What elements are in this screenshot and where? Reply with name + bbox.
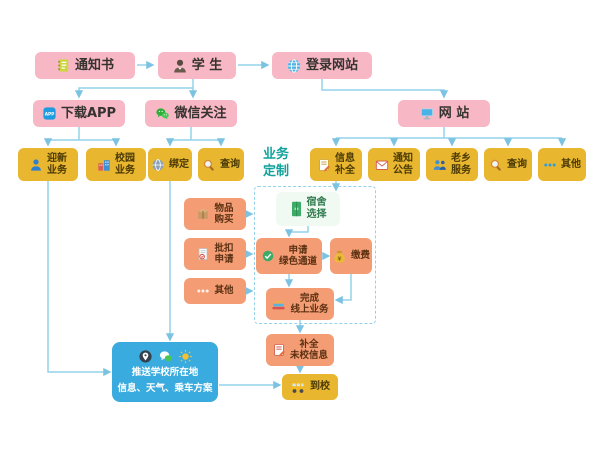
- service-campus-label: 校园 业务: [115, 152, 135, 176]
- ellipsis-icon: [196, 284, 210, 298]
- svg-text:¥: ¥: [338, 256, 342, 262]
- service-welcome-label: 迎新 业务: [47, 152, 67, 176]
- service-info-complete-label: 信息 补全: [335, 152, 355, 176]
- search-icon: [202, 158, 216, 172]
- push-icon-row: [138, 349, 193, 364]
- mail-icon: [375, 158, 389, 172]
- channel-website-box: 网 站: [398, 100, 490, 127]
- task-purchase-box: 物品 购买: [184, 198, 246, 230]
- student-label: 学 生: [191, 57, 223, 73]
- service-info-complete-box: 信息 补全: [310, 148, 362, 181]
- service-welcome-box: 迎新 业务: [18, 148, 78, 181]
- student-box: 学 生: [158, 52, 236, 79]
- green-channel-icon: [261, 249, 275, 263]
- student-icon: [172, 58, 188, 74]
- books-icon: [271, 298, 286, 311]
- green-channel-label: 申请 绿色通道: [278, 244, 317, 267]
- service-query-wechat-box: 查询: [198, 148, 244, 181]
- service-campus-box: 校园 业务: [86, 148, 146, 181]
- search-icon: [489, 158, 503, 172]
- campus-building-icon: [97, 158, 111, 172]
- people-icon: [433, 158, 447, 172]
- service-other-web-box: 其他: [538, 148, 586, 181]
- wechat-icon: [155, 106, 170, 121]
- green-channel-box: 申请 绿色通道: [256, 238, 322, 274]
- info-form-icon: [317, 158, 331, 172]
- service-query-wechat-label: 查询: [220, 158, 240, 170]
- service-notice-board-label: 通知 公告: [393, 152, 413, 176]
- pencil-doc-icon: [272, 343, 286, 357]
- channel-app-box: APP 下载APP: [33, 100, 125, 127]
- push-text-line2: 信息、天气、乘车方案: [117, 382, 213, 394]
- arrive-label: 到校: [310, 381, 330, 392]
- service-notice-board-box: 通知 公告: [368, 148, 420, 181]
- ellipsis-icon: [543, 158, 557, 172]
- svg-text:APP: APP: [45, 112, 55, 118]
- package-icon: [196, 207, 210, 221]
- service-query-web-label: 查询: [507, 158, 527, 170]
- task-other-box: 其他: [184, 278, 246, 304]
- service-query-web-box: 查询: [484, 148, 532, 181]
- globe-icon: [286, 58, 302, 74]
- notebook-icon: [56, 58, 71, 73]
- sun-weather-icon: [178, 349, 193, 364]
- location-pin-icon: [138, 349, 153, 364]
- service-other-web-label: 其他: [561, 158, 581, 170]
- channel-app-label: 下载APP: [60, 105, 117, 121]
- notice-box: 通知书: [35, 52, 135, 79]
- channel-wechat-label: 微信关注: [174, 105, 227, 121]
- pay-label: 缴费: [350, 250, 370, 262]
- login-label: 登录网站: [305, 57, 358, 73]
- dorm-select-label: 宿舍 选择: [306, 197, 327, 220]
- service-hometown-box: 老乡 服务: [426, 148, 478, 181]
- task-deduction-box: 批扣 申请: [184, 238, 246, 270]
- moneybag-icon: ¥: [332, 249, 347, 264]
- task-deduction-label: 批扣 申请: [214, 242, 234, 265]
- task-purchase-label: 物品 购买: [214, 202, 234, 225]
- pay-box: ¥ 缴费: [330, 238, 372, 274]
- finish-online-label: 完成 线上业务: [290, 292, 329, 315]
- complete-info-label: 补全 未校信息: [289, 338, 328, 361]
- login-box: 登录网站: [272, 52, 372, 79]
- complete-info-box: 补全 未校信息: [266, 334, 334, 366]
- channel-wechat-box: 微信关注: [145, 100, 237, 127]
- arrive-box: 到校: [282, 374, 338, 400]
- app-icon: APP: [42, 106, 57, 121]
- biz-custom-label: 业务 定制: [262, 147, 289, 179]
- monitor-icon: [419, 106, 435, 121]
- stamp-doc-icon: [196, 247, 210, 261]
- service-bind-label: 绑定: [169, 158, 189, 170]
- push-info-box: 推送学校所在地 信息、天气、乘车方案: [112, 342, 218, 402]
- channel-website-label: 网 站: [438, 105, 470, 121]
- service-bind-box: 绑定: [148, 148, 192, 181]
- chat-bubbles-icon: [158, 349, 173, 364]
- newcomer-person-icon: [29, 158, 43, 172]
- notice-label: 通知书: [74, 57, 114, 73]
- finish-online-box: 完成 线上业务: [266, 288, 334, 320]
- push-text-line1: 推送学校所在地: [131, 366, 199, 378]
- wardrobe-icon: [290, 201, 303, 217]
- service-hometown-label: 老乡 服务: [451, 152, 471, 176]
- bind-globe-icon: [151, 158, 165, 172]
- bus-icon: [290, 380, 306, 394]
- dorm-select-box: 宿舍 选择: [276, 192, 340, 226]
- task-other-label: 其他: [214, 285, 234, 297]
